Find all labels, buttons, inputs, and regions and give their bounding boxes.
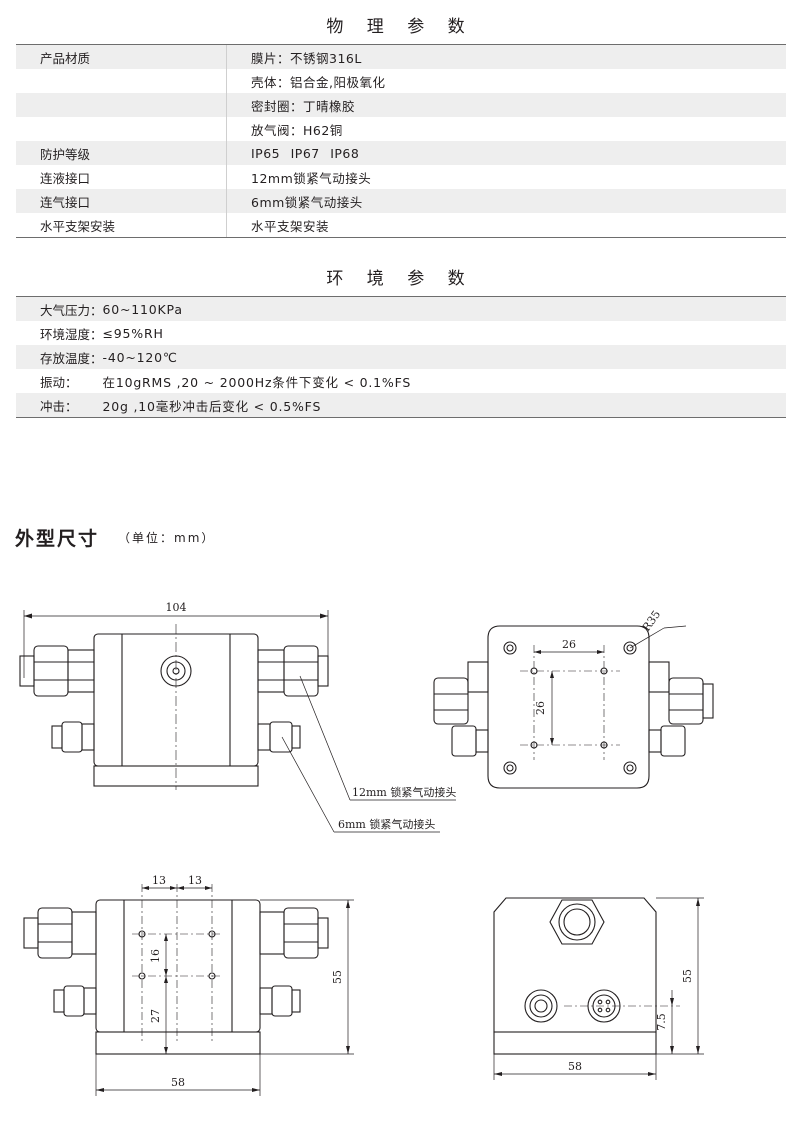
table-row: 冲击：20g ,10毫秒冲击后变化 < 0.5%FS (16, 393, 786, 418)
front-view-drawing: 104 12mm 锁紧气动接头 6 (19, 601, 456, 833)
param-label: 存放温度： (16, 345, 103, 369)
param-value: 膜片：不锈钢316L (226, 44, 786, 69)
dimensions-title: 外型尺寸 (15, 528, 100, 550)
param-value: 放气阀：H62铜 (226, 117, 786, 141)
table-row: 存放温度：-40~120℃ (16, 345, 786, 369)
table-row: 密封圈：丁晴橡胶 (16, 93, 786, 117)
param-value: -40~120℃ (102, 345, 786, 369)
param-value: 密封圈：丁晴橡胶 (226, 93, 786, 117)
height-55b-label: 55 (681, 969, 694, 983)
param-label: 连气接口 (16, 189, 227, 213)
param-value: 在10gRMS ,20 ~ 2000Hz条件下变化 < 0.1%FS (102, 369, 786, 393)
dim-104-label: 104 (166, 601, 187, 614)
param-label (16, 93, 227, 117)
width-58a-label: 58 (171, 1076, 185, 1089)
fitting-12mm-label: 12mm 锁紧气动接头 (352, 785, 456, 799)
width-58b-label: 58 (568, 1060, 582, 1073)
param-label: 振动： (16, 369, 103, 393)
param-label (16, 117, 227, 141)
spacing-27-label: 27 (149, 1009, 162, 1023)
spacing-13a-label: 13 (152, 874, 166, 887)
param-value: 60~110KPa (102, 296, 786, 321)
param-label: 冲击： (16, 393, 103, 418)
param-label: 连液接口 (16, 165, 227, 189)
table-row: 产品材质膜片：不锈钢316L (16, 44, 786, 69)
param-value: 6mm锁紧气动接头 (226, 189, 786, 213)
param-value: 壳体：铝合金,阳极氧化 (226, 69, 786, 93)
hole-spacing-26v-label: 26 (534, 701, 547, 715)
hole-spacing-26h-label: 26 (562, 638, 576, 651)
spacing-13b-label: 13 (188, 874, 202, 887)
param-label (16, 69, 227, 93)
dimensions-unit: （单位：mm） (118, 531, 216, 545)
param-label: 防护等级 (16, 141, 227, 165)
physical-params-table: 产品材质膜片：不锈钢316L 壳体：铝合金,阳极氧化 密封圈：丁晴橡胶 放气阀：… (16, 44, 786, 238)
param-value: IP65 IP67 IP68 (226, 141, 786, 165)
table-row: 水平支架安装水平支架安装 (16, 213, 786, 238)
spacing-16-label: 16 (149, 949, 162, 963)
rear-view-drawing: 55 7.5 58 (493, 897, 704, 1080)
physical-params-title: 物 理 参 数 (326, 17, 474, 37)
param-label: 产品材质 (16, 44, 227, 69)
param-label: 水平支架安装 (16, 213, 227, 238)
param-label: 大气压力： (16, 296, 103, 321)
table-row: 环境湿度：≤95%RH (16, 321, 786, 345)
param-value: 水平支架安装 (226, 213, 786, 238)
table-row: 壳体：铝合金,阳极氧化 (16, 69, 786, 93)
radius-label: R35 (640, 608, 663, 634)
height-55a-label: 55 (331, 970, 344, 984)
top-view-drawing: 26 26 R35 (433, 608, 714, 789)
side-view-drawing: 13 13 16 27 55 58 (23, 874, 354, 1096)
environment-params-title: 环 境 参 数 (326, 269, 474, 289)
environment-params-table: 大气压力：60~110KPa 环境湿度：≤95%RH 存放温度：-40~120℃… (16, 296, 786, 418)
fitting-6mm-label: 6mm 锁紧气动接头 (338, 817, 435, 831)
param-value: ≤95%RH (102, 321, 786, 345)
table-row: 大气压力：60~110KPa (16, 296, 786, 321)
table-row: 放气阀：H62铜 (16, 117, 786, 141)
param-value: 12mm锁紧气动接头 (226, 165, 786, 189)
table-row: 振动：在10gRMS ,20 ~ 2000Hz条件下变化 < 0.1%FS (16, 369, 786, 393)
param-label: 环境湿度： (16, 321, 103, 345)
param-value: 20g ,10毫秒冲击后变化 < 0.5%FS (102, 393, 786, 418)
offset-7-5-label: 7.5 (655, 1013, 668, 1031)
